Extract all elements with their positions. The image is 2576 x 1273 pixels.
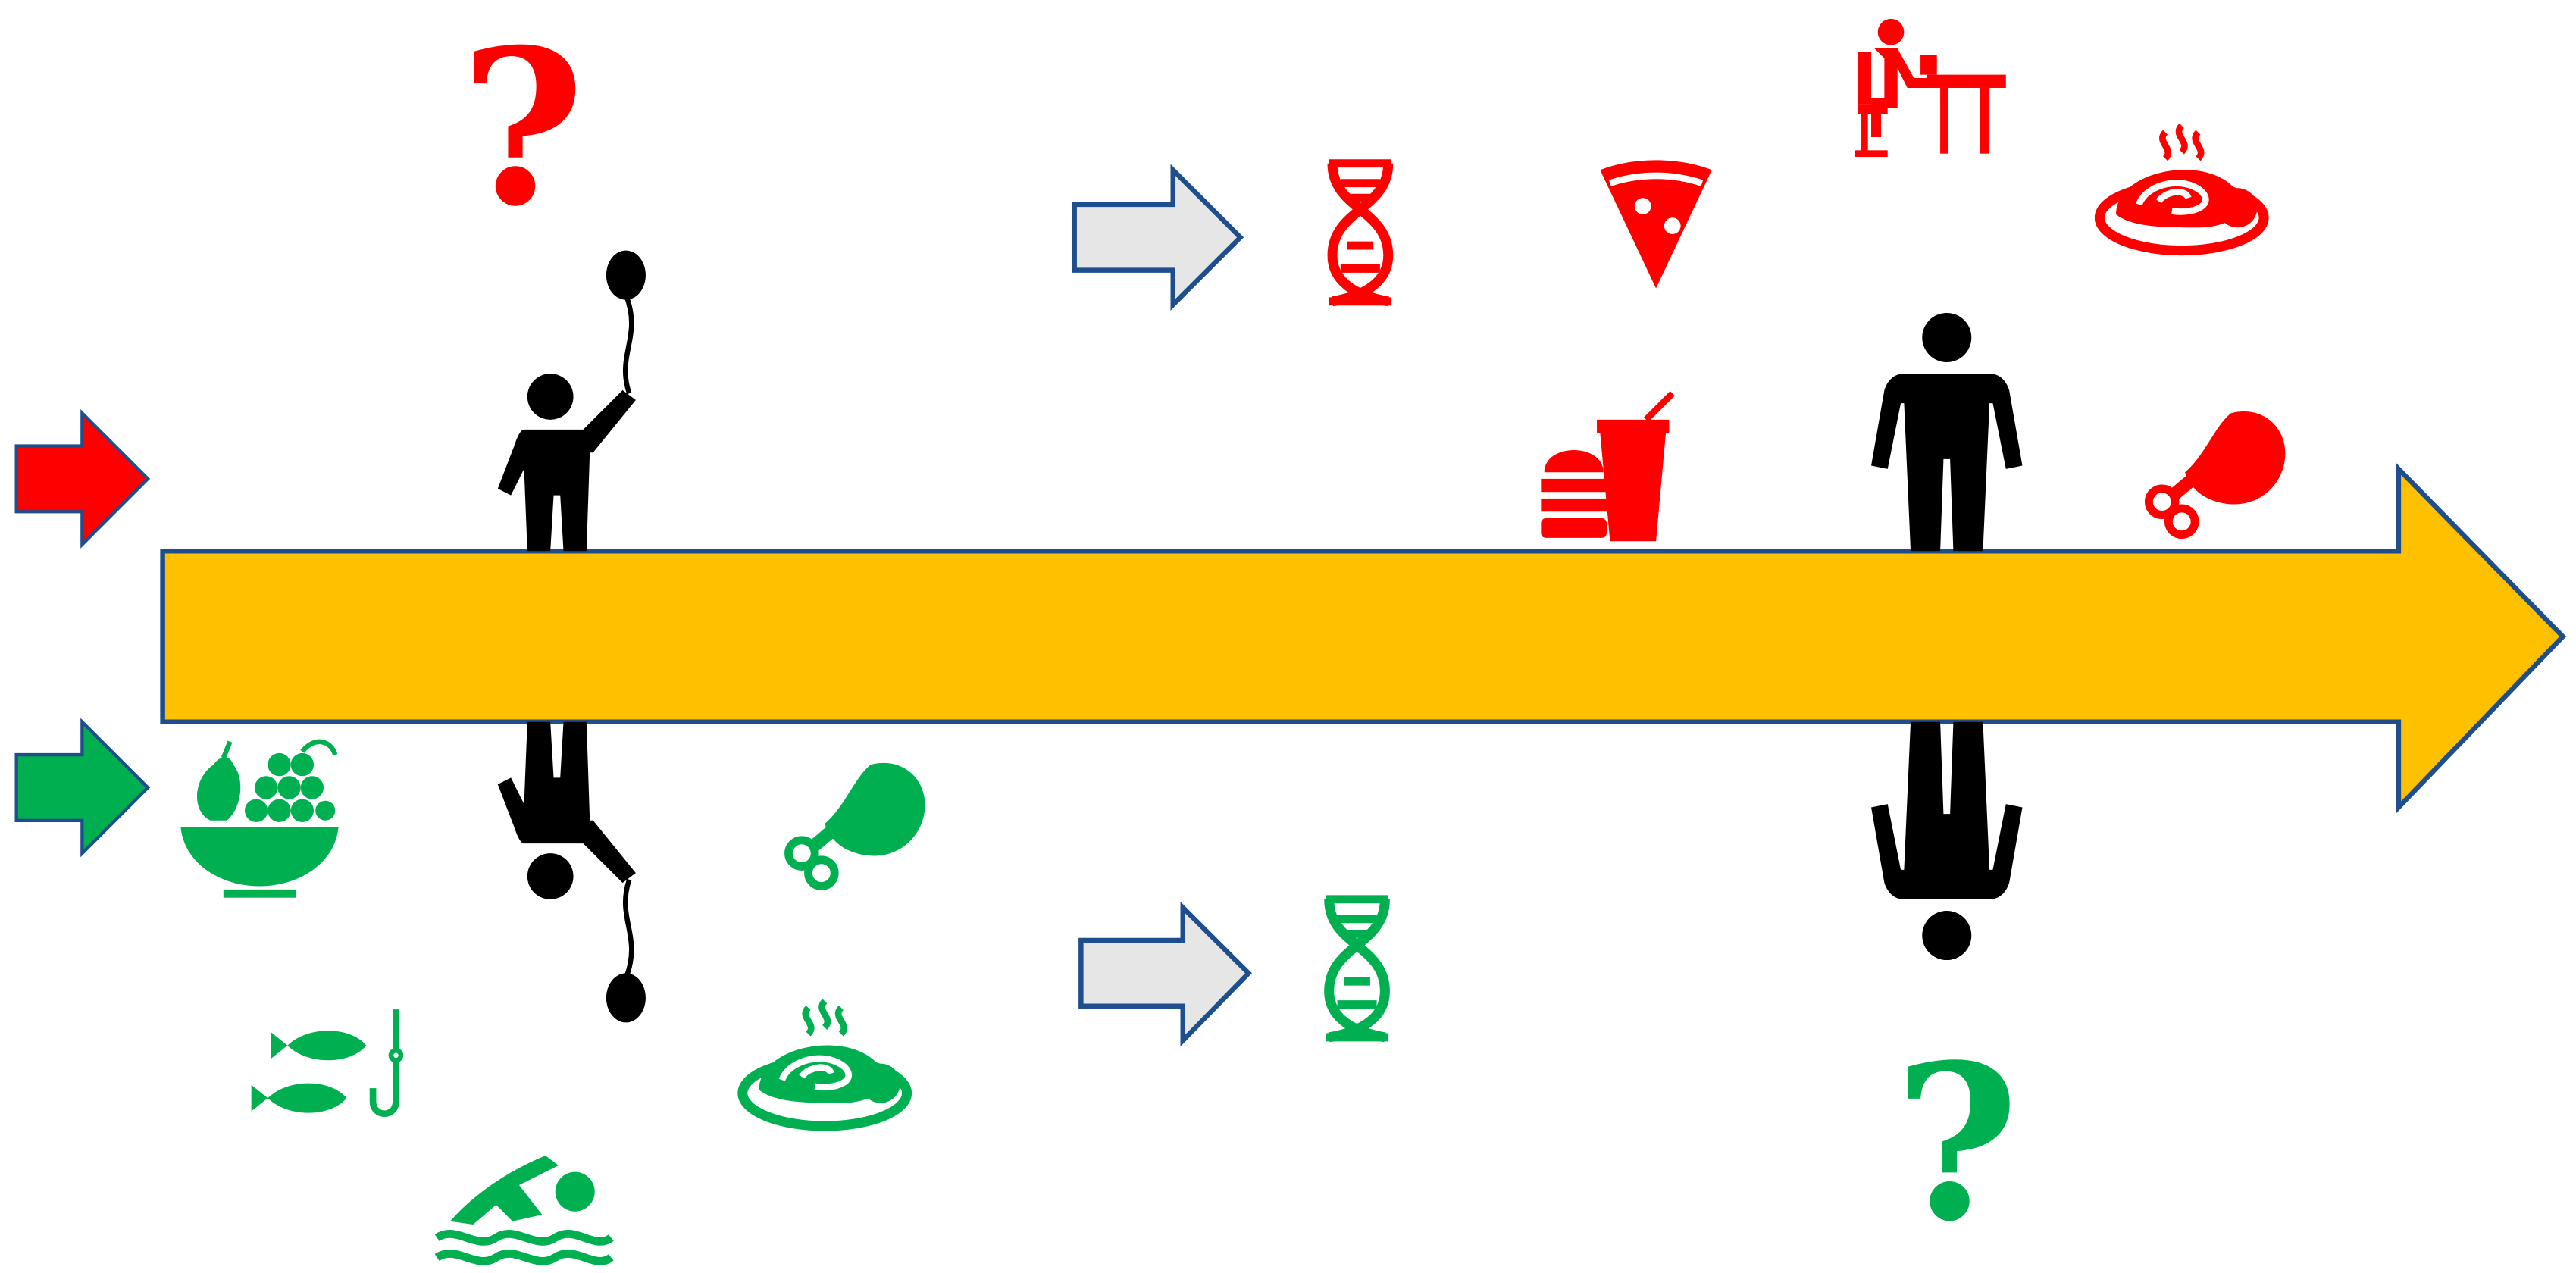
- fruit-bowl-icon: [180, 739, 339, 898]
- process-arrow-top: [1072, 164, 1244, 311]
- unhealthy-input-arrow: [14, 408, 151, 549]
- process-arrow-bottom: [1078, 901, 1253, 1047]
- desk-worker-icon: [1855, 18, 2006, 158]
- timeline-arrow: [160, 462, 2567, 814]
- adult-reflection-icon: [1871, 721, 2023, 961]
- healthy-input-arrow: [14, 718, 151, 858]
- child-reflection-icon: [498, 722, 646, 1023]
- swimmer-icon: [434, 1156, 614, 1265]
- bottom-question-mark: ?: [1894, 1018, 2019, 1268]
- fastfood-icon: [1541, 391, 1675, 542]
- fish-hook-icon: [251, 1009, 404, 1117]
- top-question-mark: ?: [460, 3, 585, 254]
- child-with-balloon-icon: [498, 251, 646, 552]
- adult-icon: [1871, 312, 2023, 552]
- dna-icon: [1329, 164, 1391, 302]
- noodle-dish-icon: [2099, 126, 2264, 251]
- chicken-leg-icon: [789, 763, 925, 887]
- dna-icon: [1326, 899, 1388, 1037]
- pizza-icon: [1600, 160, 1712, 289]
- noodle-dish-icon: [743, 1001, 907, 1126]
- chicken-leg-icon: [2149, 411, 2285, 535]
